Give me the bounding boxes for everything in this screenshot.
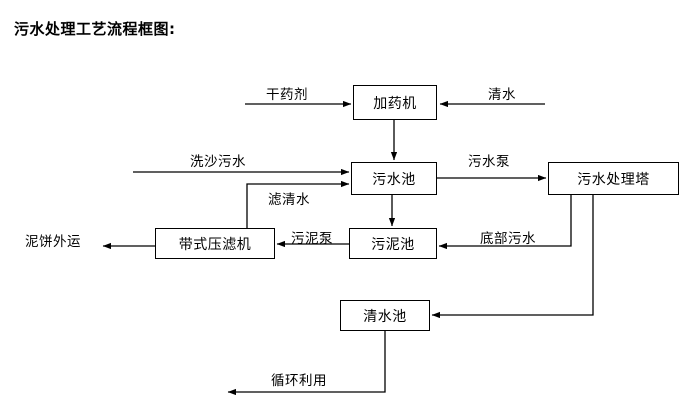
- node-label: 清水池: [363, 308, 407, 325]
- node-dosing-machine[interactable]: 加药机: [353, 85, 437, 120]
- node-belt-filter-press[interactable]: 带式压滤机: [155, 228, 275, 259]
- label-sewage-pump: 污水泵: [468, 154, 510, 170]
- label-sand-wash-sewage: 洗沙污水: [190, 154, 246, 170]
- node-label: 污泥池: [371, 236, 415, 253]
- label-mud-cake-transport: 泥饼外运: [25, 234, 81, 250]
- node-label: 污水处理塔: [577, 171, 650, 188]
- wire-filtrate-to-sewage-pool: [246, 180, 350, 228]
- node-treatment-tower[interactable]: 污水处理塔: [548, 162, 679, 195]
- node-label: 加药机: [373, 95, 417, 112]
- label-recycle-reuse: 循环利用: [271, 373, 327, 389]
- label-sludge-pump: 污泥泵: [291, 231, 333, 247]
- label-clean-water-in: 清水: [488, 87, 516, 103]
- label-filtrate-water: 滤清水: [268, 192, 310, 208]
- label-bottom-sewage: 底部污水: [480, 231, 536, 247]
- node-label: 污水池: [372, 171, 416, 188]
- node-clean-water-pool[interactable]: 清水池: [340, 300, 430, 331]
- node-sewage-pool[interactable]: 污水池: [351, 162, 437, 195]
- wire-tower-to-clean-water-pool: [431, 195, 594, 319]
- node-label: 带式压滤机: [178, 236, 252, 253]
- label-dry-reagent: 干药剂: [266, 87, 308, 103]
- wire-tower-to-sludge-pool: [438, 195, 572, 250]
- wire-clean-water-pool-recycle: [227, 331, 386, 396]
- node-sludge-pool[interactable]: 污泥池: [349, 228, 437, 259]
- page-title: 污水处理工艺流程框图:: [14, 20, 176, 38]
